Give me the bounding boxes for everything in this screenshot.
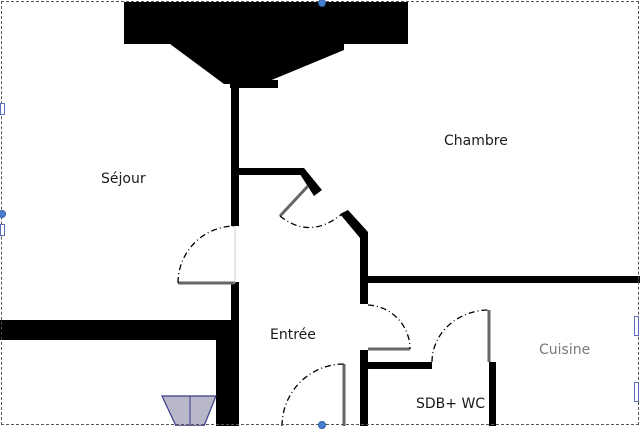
- side-handle-left-mid[interactable]: [0, 224, 5, 236]
- wall-entree-right: [360, 232, 368, 304]
- room-label-entree: Entrée: [270, 327, 316, 343]
- wall-sejour-chambre: [231, 84, 239, 226]
- resize-handle-left[interactable]: [0, 210, 6, 218]
- wall-sdb-top: [364, 362, 432, 369]
- fixture-shape: [161, 395, 217, 427]
- wall-entree-right-low: [360, 350, 368, 426]
- wall-sejour-bottom: [0, 320, 231, 340]
- room-label-sejour: Séjour: [101, 171, 146, 187]
- door-bottom-swing: [281, 363, 345, 427]
- wall-entree-top: [231, 168, 301, 175]
- room-label-cuisine: Cuisine: [539, 342, 591, 358]
- door-right-swing: [367, 304, 411, 350]
- wall-diagonal-2: [340, 210, 368, 238]
- door-sdb-swing: [431, 309, 490, 363]
- wall-sdb-right: [489, 362, 496, 426]
- top-wall-stub: [230, 80, 278, 88]
- resize-handle-bottom[interactable]: [318, 421, 326, 429]
- door-chambre-leaf: [278, 184, 310, 218]
- room-label-chambre: Chambre: [444, 133, 508, 149]
- door-sejour-swing: [177, 225, 236, 284]
- side-handle-right-top[interactable]: [634, 316, 639, 336]
- room-label-sdb: SDB+ WC: [416, 396, 486, 412]
- side-handle-right-bottom[interactable]: [634, 382, 639, 402]
- resize-handle-top[interactable]: [318, 0, 326, 7]
- door-chambre-swing: [279, 213, 343, 229]
- side-handle-left-top[interactable]: [0, 103, 5, 115]
- wall-entree-left-low: [231, 282, 239, 426]
- wall-chambre-cuisine: [364, 276, 640, 283]
- wall-diagonal: [296, 168, 322, 196]
- wall-lower-room-right: [216, 340, 231, 426]
- top-wall-block: [124, 2, 408, 84]
